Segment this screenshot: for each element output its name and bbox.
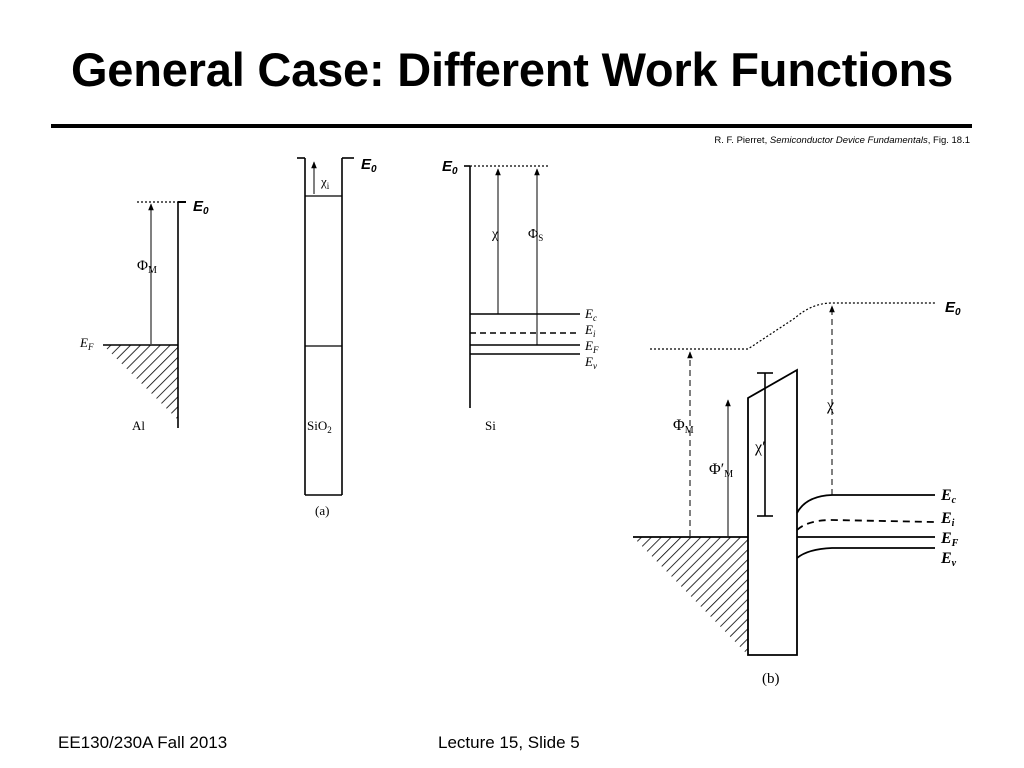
oxide-material-label: SiO2 [307,418,332,435]
mos-oxide-barrier [747,368,798,656]
mos-intrinsic-level [796,519,936,531]
si-e0-label: E0 [442,158,458,177]
oxide-chi-label: χi [320,174,330,191]
mos-ec-label: Ec [940,487,957,506]
citation-author: R. F. Pierret, [714,135,770,146]
footer-slide-number: Lecture 15, Slide 5 [438,733,580,752]
oxide-sio2-diagram: E0 χi SiO2 (a) [297,156,377,518]
diagram-a-caption: (a) [315,503,329,518]
slide-title: General Case: Different Work Functions [70,43,954,96]
figure-citation: R. F. Pierret, Semiconductor Device Fund… [714,135,970,146]
title-underline [51,124,972,128]
metal-e0-label: E0 [193,198,209,217]
metal-material-label: Al [132,418,145,433]
mos-chi-prime-label: χ′ [754,439,766,456]
mos-ef-label: EF [940,530,959,549]
mos-phi-prime-label: Φ′M [709,461,733,480]
diagram-b-caption: (b) [762,671,780,687]
si-chi-label: χ [491,227,499,242]
oxide-e0-label: E0 [361,156,377,175]
si-material-label: Si [485,418,496,433]
mos-conduction-band [796,494,935,514]
mos-ev-label: Ev [940,550,957,569]
mos-metal-filled-states [633,537,748,655]
mos-chi-label: χ [826,397,835,414]
si-ef-label: EF [584,338,599,355]
si-ev-label: Ev [584,354,597,371]
mos-e0-label: E0 [945,299,961,318]
mos-equilibrium-diagram: E0 ΦM Φ′M χ′ χ Ec Ei EF Ev (b) [633,299,961,687]
mos-ei-label: Ei [940,510,955,529]
mos-vacuum-level [650,302,935,350]
mos-phi-label: ΦM [673,417,694,436]
si-phi-label: ΦS [528,227,543,243]
metal-filled-states [103,345,178,420]
footer-course: EE130/230A Fall 2013 [58,733,228,752]
mos-valence-band [796,547,935,559]
metal-phi-label: ΦM [137,258,157,276]
metal-ef-label: EF [79,335,94,352]
metal-al-diagram: E0 ΦM EF Al [79,198,209,433]
si-ec-label: Ec [584,306,597,323]
si-ei-label: Ei [584,322,596,339]
citation-figure: , Fig. 18.1 [927,135,970,146]
citation-book: Semiconductor Device Fundamentals [769,135,928,146]
semiconductor-si-diagram: E0 χ ΦS Ec Ei EF Ev Si [442,158,599,433]
